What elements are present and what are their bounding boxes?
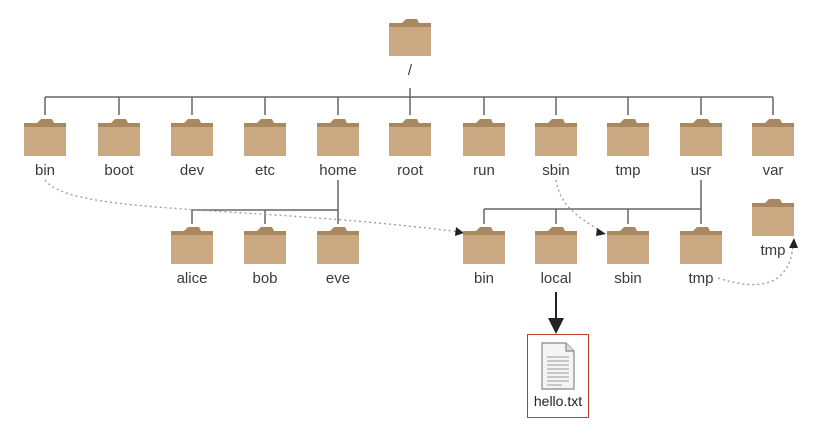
folder-dev[interactable]: dev	[162, 116, 222, 180]
folder-icon	[463, 227, 505, 264]
home-connectors	[191, 180, 339, 224]
folder-label: tmp	[688, 270, 714, 287]
file-label: hello.txt	[533, 393, 583, 409]
folder-label: bin	[34, 162, 56, 179]
root-folder[interactable]: /	[380, 16, 440, 80]
folder-root[interactable]: root	[380, 116, 440, 180]
folder-icon	[244, 119, 286, 156]
folder-sbin[interactable]: sbin	[526, 116, 586, 180]
folder-label: bin	[473, 270, 495, 287]
folder-icon	[98, 119, 140, 156]
folder-etc[interactable]: etc	[235, 116, 295, 180]
root-label: /	[407, 62, 413, 79]
folder-label: boot	[104, 162, 134, 179]
folder-usr-sbin[interactable]: sbin	[598, 224, 658, 288]
folder-var[interactable]: var	[743, 116, 803, 180]
folder-icon	[607, 119, 649, 156]
file-hello-txt[interactable]: hello.txt	[527, 334, 589, 418]
folder-usr-bin[interactable]: bin	[454, 224, 514, 288]
folder-label: local	[540, 270, 572, 287]
level1-drops	[44, 97, 774, 115]
folder-label: alice	[176, 270, 208, 287]
folder-label: etc	[254, 162, 275, 179]
folder-icon	[171, 227, 213, 264]
folder-label: bob	[252, 270, 278, 287]
folder-label: sbin	[614, 270, 642, 287]
usr-connectors	[483, 180, 702, 224]
folder-icon	[463, 119, 505, 156]
folder-eve[interactable]: eve	[308, 224, 368, 288]
folder-icon	[389, 19, 431, 56]
folder-icon	[752, 119, 794, 156]
folder-icon	[244, 227, 286, 264]
folder-var-tmp[interactable]: tmp	[743, 196, 803, 260]
folder-home[interactable]: home	[308, 116, 368, 180]
folder-icon	[680, 227, 722, 264]
folder-bob[interactable]: bob	[235, 224, 295, 288]
folder-run[interactable]: run	[454, 116, 514, 180]
folder-boot[interactable]: boot	[89, 116, 149, 180]
folder-icon	[389, 119, 431, 156]
folder-label: root	[397, 162, 423, 179]
folder-icon	[535, 227, 577, 264]
folder-icon	[607, 227, 649, 264]
folder-label: tmp	[760, 242, 786, 259]
folder-label: tmp	[615, 162, 641, 179]
folder-icon	[752, 199, 794, 236]
folder-icon	[535, 119, 577, 156]
folder-icon	[171, 119, 213, 156]
folder-usr-local[interactable]: local	[526, 224, 586, 288]
folder-label: sbin	[542, 162, 570, 179]
folder-label: dev	[179, 162, 205, 179]
folder-label: usr	[690, 162, 712, 179]
folder-usr-tmp[interactable]: tmp	[671, 224, 731, 288]
folder-tmp[interactable]: tmp	[598, 116, 658, 180]
folder-label: eve	[325, 270, 351, 287]
folder-label: var	[762, 162, 784, 179]
folder-usr[interactable]: usr	[671, 116, 731, 180]
folder-icon	[317, 119, 359, 156]
folder-icon	[24, 119, 66, 156]
folder-bin[interactable]: bin	[15, 116, 75, 180]
folder-icon	[680, 119, 722, 156]
folder-alice[interactable]: alice	[162, 224, 222, 288]
folder-label: run	[473, 162, 495, 179]
folder-icon	[317, 227, 359, 264]
text-file-icon	[541, 342, 575, 390]
link-sbin-to-usr-sbin	[555, 179, 603, 233]
folder-label: home	[319, 162, 357, 179]
